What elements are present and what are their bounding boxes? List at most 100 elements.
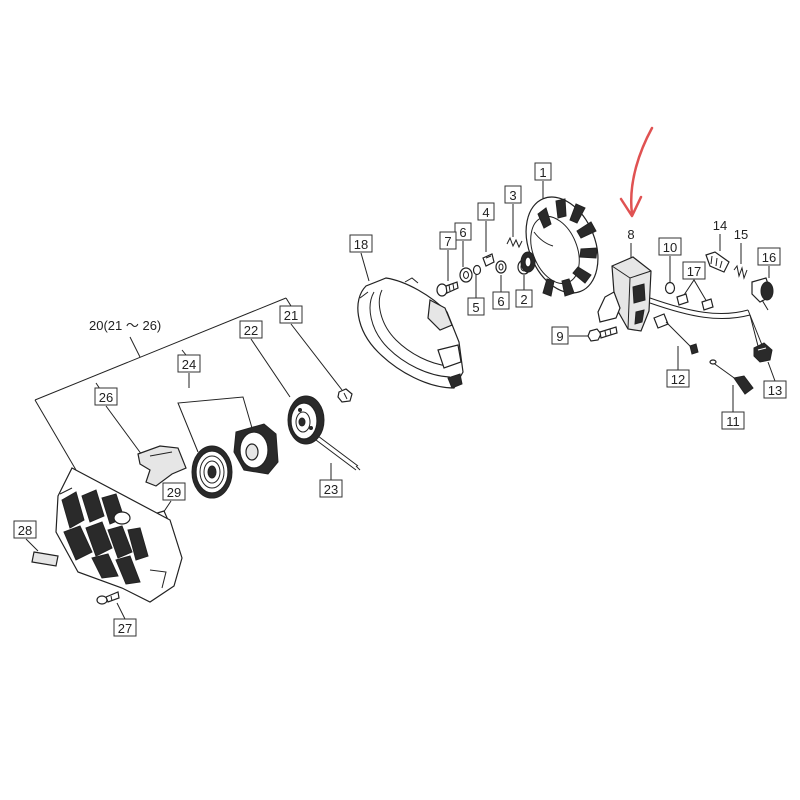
callout-16: 16 bbox=[757, 247, 781, 266]
callout-28: 28 bbox=[13, 520, 37, 539]
callout-27: 27 bbox=[113, 618, 137, 637]
leader-22 bbox=[250, 338, 291, 398]
callout-8: 8 bbox=[627, 227, 634, 242]
callout-29: 29 bbox=[162, 482, 186, 501]
leader-18 bbox=[360, 252, 370, 282]
callout-label: 6 bbox=[459, 225, 466, 240]
callout-18: 18 bbox=[349, 234, 373, 253]
callout-label: 7 bbox=[444, 234, 451, 249]
callout-label: 21 bbox=[284, 308, 298, 323]
callout-label: 9 bbox=[556, 329, 563, 344]
part-screw-27 bbox=[96, 591, 120, 605]
part-boot-16 bbox=[751, 277, 774, 311]
callout-23: 23 bbox=[319, 479, 343, 498]
part-ignition-coil bbox=[597, 256, 652, 332]
part-spring-case-24 bbox=[233, 423, 279, 475]
callout-label: 15 bbox=[734, 227, 748, 242]
part-screw-7 bbox=[436, 281, 459, 297]
part-wire-12 bbox=[653, 313, 699, 355]
leader-17 bbox=[681, 279, 708, 303]
callout-6b: 6 bbox=[492, 291, 510, 310]
red-arrow-icon bbox=[619, 126, 654, 218]
callouts: 1 2 3 4 5 6 6 7 8 bbox=[13, 162, 787, 637]
callout-label: 29 bbox=[167, 485, 181, 500]
part-grommet-17 bbox=[676, 293, 714, 311]
part-screw-9 bbox=[587, 326, 618, 342]
part-washer-6b bbox=[495, 260, 507, 274]
callout-label: 22 bbox=[244, 323, 258, 338]
callout-label: 4 bbox=[482, 205, 489, 220]
part-wire-11 bbox=[709, 359, 754, 395]
callout-label: 23 bbox=[324, 482, 338, 497]
assembly-bracket-right bbox=[285, 297, 292, 307]
callout-label: 18 bbox=[354, 237, 368, 252]
callout-label: 13 bbox=[768, 383, 782, 398]
part-nut-3 bbox=[506, 236, 523, 249]
callout-label: 3 bbox=[509, 188, 516, 203]
callout-label: 8 bbox=[627, 227, 634, 242]
assembly-bracket-top bbox=[34, 297, 287, 401]
part-key-4 bbox=[482, 253, 495, 267]
leader-24-bracket bbox=[177, 396, 253, 453]
part-spring-15 bbox=[733, 264, 748, 280]
callout-7: 7 bbox=[439, 231, 457, 250]
part-washer-6a bbox=[459, 267, 473, 283]
callout-label: 2 bbox=[520, 292, 527, 307]
part-ht-lead bbox=[649, 297, 763, 347]
callout-22: 22 bbox=[239, 320, 263, 339]
leader-lines bbox=[25, 181, 776, 620]
callout-label: 26 bbox=[99, 390, 113, 405]
callout-label: 14 bbox=[713, 218, 727, 233]
leader-27 bbox=[116, 602, 126, 620]
leader-13 bbox=[767, 361, 776, 382]
callout-label: 16 bbox=[762, 250, 776, 265]
callout-label: 10 bbox=[663, 240, 677, 255]
callout-13: 13 bbox=[763, 380, 787, 399]
callout-10: 10 bbox=[658, 237, 682, 256]
leader-21 bbox=[290, 323, 343, 391]
callout-label: 1 bbox=[539, 165, 546, 180]
callout-26: 26 bbox=[94, 387, 118, 406]
part-screw-21 bbox=[337, 388, 353, 403]
assembly-label: 20(21 ～ 26) bbox=[89, 318, 161, 333]
callout-assembly-20: 20(21 ～ 26) bbox=[88, 317, 161, 334]
leader-28 bbox=[25, 538, 39, 552]
part-flywheel bbox=[520, 196, 599, 297]
callout-1: 1 bbox=[534, 162, 552, 181]
part-terminal-14 bbox=[705, 251, 730, 273]
callout-11: 11 bbox=[721, 411, 745, 430]
part-sleeve-10 bbox=[664, 281, 676, 295]
callout-3: 3 bbox=[504, 185, 522, 204]
part-recoil-spring-24 bbox=[191, 445, 233, 499]
callout-label: 27 bbox=[118, 621, 132, 636]
part-starter-cover bbox=[55, 467, 183, 603]
leader-20 bbox=[129, 336, 141, 358]
callout-label: 11 bbox=[726, 414, 740, 429]
part-fan-cover bbox=[357, 277, 464, 389]
assembly-bracket-24 bbox=[181, 349, 187, 356]
callout-4: 4 bbox=[477, 202, 495, 221]
part-rope-23 bbox=[315, 435, 361, 471]
part-label-28 bbox=[31, 551, 59, 567]
assembly-bracket-left bbox=[34, 399, 77, 471]
leader-26 bbox=[105, 405, 143, 456]
callout-2: 2 bbox=[515, 289, 533, 308]
callout-12: 12 bbox=[666, 369, 690, 388]
callout-label: 6 bbox=[497, 294, 504, 309]
callout-label: 24 bbox=[182, 357, 196, 372]
callout-6a: 6 bbox=[454, 222, 472, 241]
callout-label: 12 bbox=[671, 372, 685, 387]
callout-17: 17 bbox=[682, 261, 706, 280]
callout-9: 9 bbox=[551, 326, 569, 345]
callout-label: 5 bbox=[472, 300, 479, 315]
part-handle-26 bbox=[137, 445, 187, 487]
part-washer-5 bbox=[472, 264, 482, 276]
callout-label: 17 bbox=[687, 264, 701, 279]
callout-5: 5 bbox=[467, 297, 485, 316]
callout-14: 14 bbox=[713, 218, 727, 233]
part-pulley-22 bbox=[287, 395, 325, 445]
callout-label: 28 bbox=[18, 523, 32, 538]
part-cap-13 bbox=[753, 342, 773, 363]
callout-15: 15 bbox=[734, 227, 748, 242]
